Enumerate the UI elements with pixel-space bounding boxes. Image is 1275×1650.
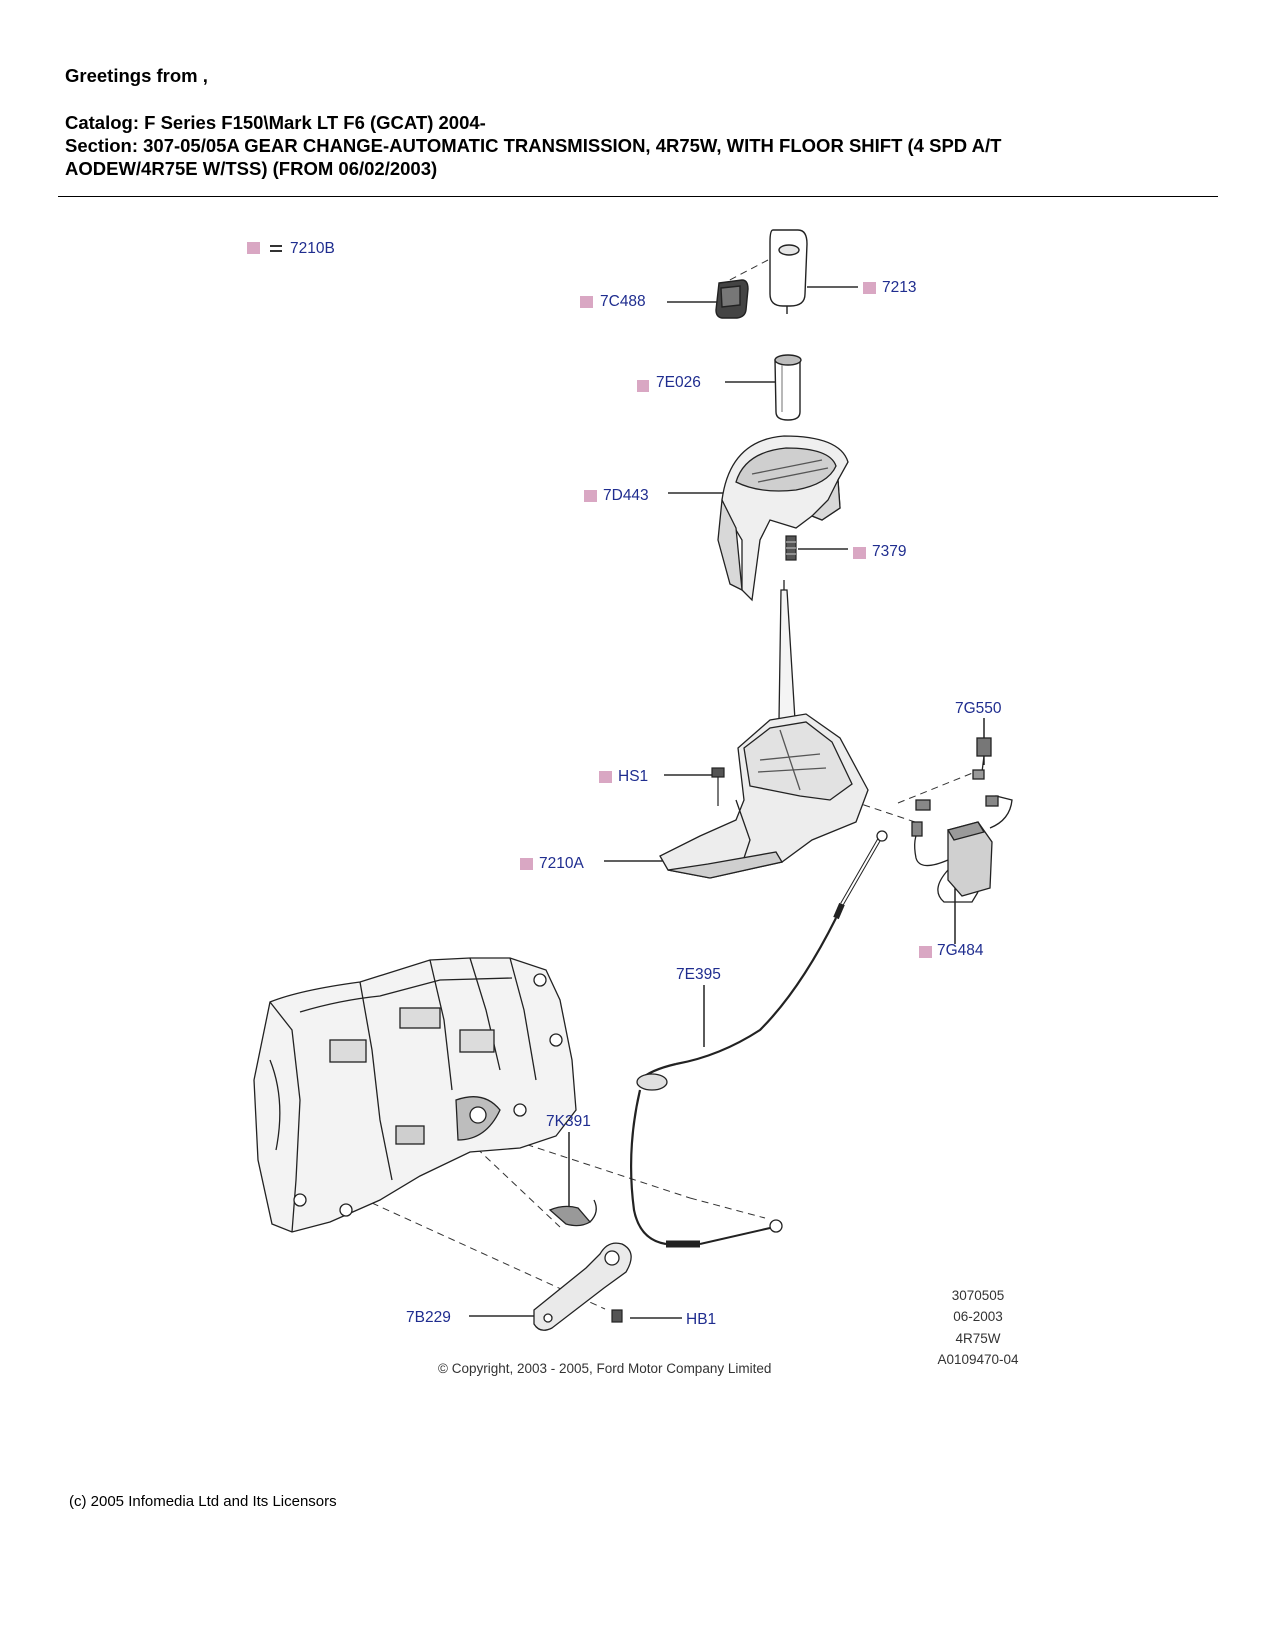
equals-bar-top	[270, 245, 282, 247]
marker-7D443	[584, 490, 597, 502]
header-rule	[58, 196, 1218, 197]
marker-7210B	[247, 242, 260, 254]
leader-lines	[469, 286, 985, 1319]
callout-7C488: 7C488	[600, 293, 646, 310]
stamp-line-4: A0109470-04	[937, 1352, 1019, 1367]
shift-interlock-solenoid	[911, 795, 1013, 903]
marker-7E026	[637, 380, 649, 392]
callout-7E395: 7E395	[676, 966, 721, 983]
legend-part-label: 7210B	[290, 240, 335, 257]
equals-bar-bottom	[270, 250, 282, 252]
callout-HS1: HS1	[618, 768, 648, 785]
marker-7379	[853, 547, 866, 559]
page-footer: (c) 2005 Infomedia Ltd and Its Licensors	[69, 1493, 337, 1510]
drawing-stamp: 3070505 06-2003 4R75W A0109470-04	[937, 1288, 1019, 1367]
shifter-base	[659, 713, 869, 879]
callout-7G550: 7G550	[955, 700, 1002, 717]
shift-bezel	[717, 435, 849, 602]
callout-7K391: 7K391	[546, 1113, 591, 1130]
bolt-hb1	[611, 1309, 623, 1323]
clip-7k391	[548, 1199, 597, 1227]
shift-button	[715, 279, 749, 319]
marker-7C488	[580, 296, 593, 308]
section-line-2: AODEW/4R75E W/TSS) (FROM 06/02/2003)	[65, 158, 438, 179]
marker-7210A	[520, 858, 533, 870]
shift-cable	[630, 830, 888, 1248]
callout-7B229: 7B229	[406, 1309, 451, 1326]
shift-lever-rod	[778, 580, 796, 721]
diagram-copyright: © Copyright, 2003 - 2005, Ford Motor Com…	[438, 1361, 771, 1376]
callout-7G484: 7G484	[937, 942, 984, 959]
stamp-line-3: 4R75W	[955, 1331, 1000, 1346]
callout-markers	[247, 242, 932, 958]
position-indicator	[785, 535, 797, 561]
marker-7213	[863, 282, 876, 294]
connector-7g550	[972, 737, 992, 780]
manual-control-lever	[533, 1242, 632, 1331]
transmission-case	[253, 957, 577, 1233]
shift-sleeve	[774, 354, 802, 421]
stamp-line-1: 3070505	[952, 1288, 1005, 1303]
marker-HS1	[599, 771, 612, 783]
callout-7210A: 7210A	[539, 855, 584, 872]
shift-knob	[769, 229, 808, 314]
callout-7379: 7379	[872, 543, 906, 560]
marker-7G484	[919, 946, 932, 958]
greeting: Greetings from ,	[65, 65, 208, 86]
callout-7213: 7213	[882, 279, 916, 296]
callout-7D443: 7D443	[603, 487, 649, 504]
catalog-line: Catalog: F Series F150\Mark LT F6 (GCAT)…	[65, 112, 486, 133]
bolt-hs1	[711, 767, 725, 806]
stamp-line-2: 06-2003	[953, 1309, 1003, 1324]
callout-7E026: 7E026	[656, 374, 701, 391]
section-line-1: Section: 307-05/05A GEAR CHANGE-AUTOMATI…	[65, 135, 1002, 156]
callout-HB1: HB1	[686, 1311, 716, 1328]
